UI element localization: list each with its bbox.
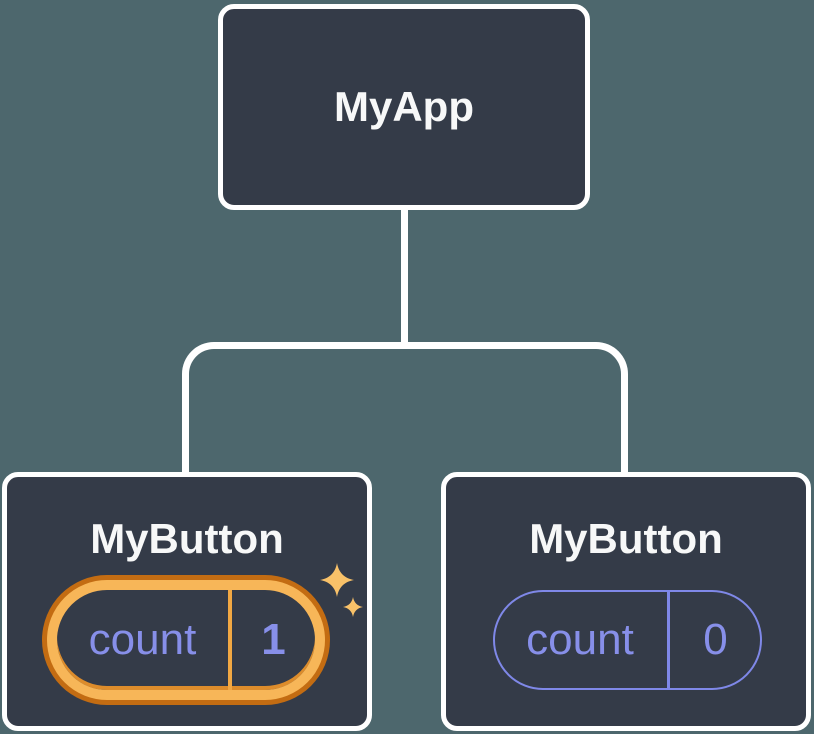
state-value: 0: [703, 615, 728, 664]
child-node-left: MyButton count 1: [2, 472, 372, 731]
sparkle-icon-small: [343, 597, 363, 617]
state-pill-plain: [493, 590, 762, 690]
pill-divider: [228, 590, 232, 690]
state-pill-highlighted: [47, 580, 325, 700]
pill-divider: [667, 590, 670, 690]
state-key-label: count: [526, 615, 634, 664]
connector-stem: [401, 206, 408, 346]
state-key-label: count: [88, 615, 197, 664]
state-value: 1: [261, 615, 286, 664]
child-node-right: MyButton count 0: [441, 472, 811, 731]
child-node-left-title: MyButton: [90, 515, 284, 562]
sparkle-icon-large: [320, 563, 354, 597]
root-node: MyApp: [218, 4, 590, 210]
connector-branch: [182, 342, 628, 473]
root-node-title: MyApp: [334, 83, 474, 130]
child-node-right-title: MyButton: [529, 515, 723, 562]
